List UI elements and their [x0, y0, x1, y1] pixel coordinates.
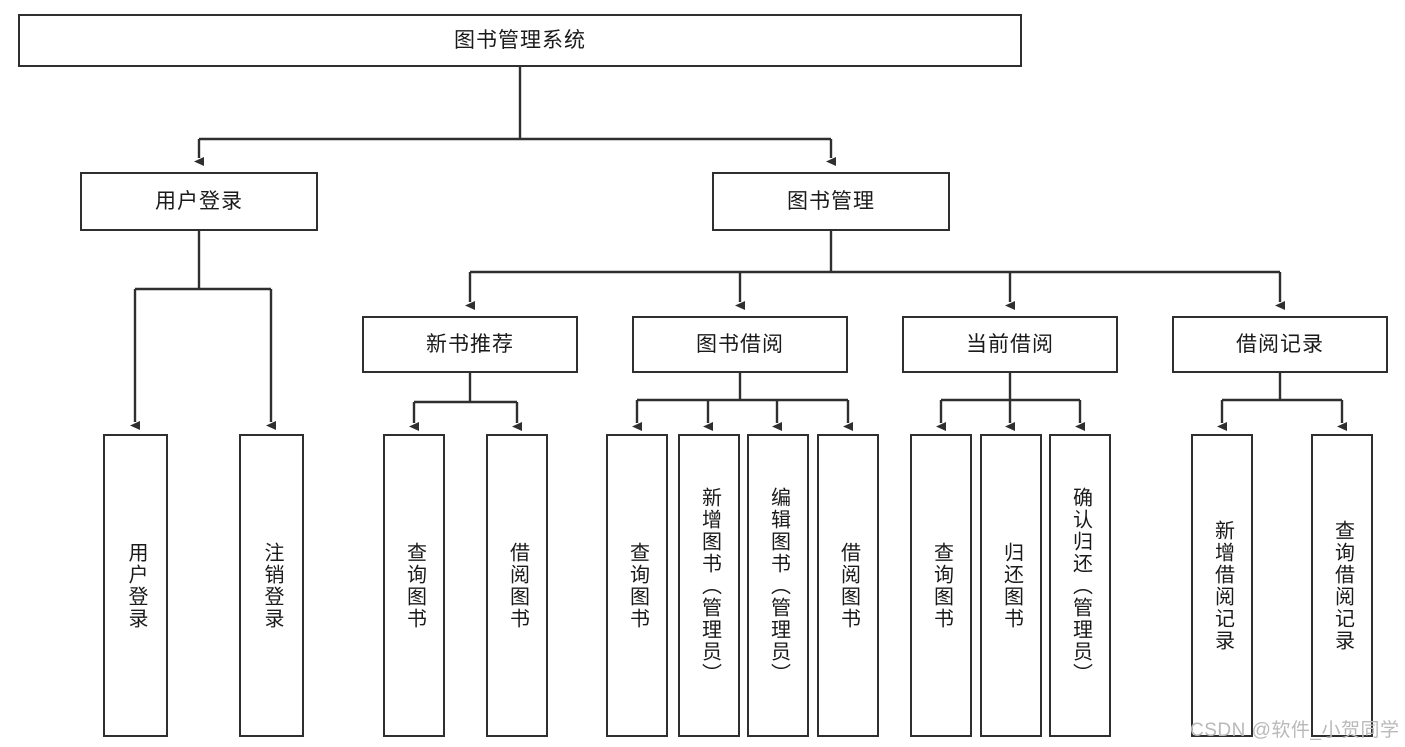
- node-leaf-add-book-label: 新增图书（管理员）: [698, 486, 721, 685]
- node-leaf-query-book-1-label: 查询图书: [403, 541, 426, 630]
- node-new-book-recommend[interactable]: 新书推荐: [362, 316, 578, 373]
- node-root-book-management-system[interactable]: 图书管理系统: [18, 14, 1022, 67]
- node-leaf-user-login-label: 用户登录: [125, 541, 147, 630]
- node-leaf-borrow-book-2[interactable]: 借阅图书: [817, 434, 879, 737]
- node-leaf-logout-label: 注销登录: [261, 541, 283, 630]
- node-leaf-borrow-book-2-label: 借阅图书: [837, 541, 860, 630]
- node-borrow-record[interactable]: 借阅记录: [1172, 316, 1388, 373]
- node-leaf-user-login[interactable]: 用户登录: [103, 434, 168, 737]
- node-leaf-query-book-2-label: 查询图书: [626, 541, 649, 630]
- node-leaf-return-book[interactable]: 归还图书: [980, 434, 1042, 737]
- node-leaf-query-book-2[interactable]: 查询图书: [606, 434, 668, 737]
- node-leaf-query-book-3-label: 查询图书: [930, 541, 953, 630]
- node-user-login[interactable]: 用户登录: [80, 172, 318, 231]
- node-leaf-confirm-return-label: 确认归还（管理员）: [1069, 486, 1092, 685]
- node-current-borrow[interactable]: 当前借阅: [902, 316, 1118, 373]
- node-leaf-query-record-label: 查询借阅记录: [1331, 519, 1354, 652]
- node-leaf-add-record[interactable]: 新增借阅记录: [1191, 434, 1253, 737]
- node-book-manage[interactable]: 图书管理: [712, 172, 950, 231]
- node-leaf-edit-book-label: 编辑图书（管理员）: [767, 486, 790, 685]
- node-leaf-edit-book[interactable]: 编辑图书（管理员）: [747, 434, 809, 737]
- node-book-borrow[interactable]: 图书借阅: [632, 316, 848, 373]
- node-leaf-confirm-return[interactable]: 确认归还（管理员）: [1049, 434, 1111, 737]
- node-leaf-add-record-label: 新增借阅记录: [1211, 519, 1234, 652]
- node-leaf-query-record[interactable]: 查询借阅记录: [1311, 434, 1373, 737]
- node-leaf-add-book[interactable]: 新增图书（管理员）: [678, 434, 740, 737]
- node-leaf-borrow-book-1-label: 借阅图书: [506, 541, 529, 630]
- node-leaf-query-book-1[interactable]: 查询图书: [383, 434, 445, 737]
- csdn-watermark: CSDN @软件_小贺同学: [1190, 720, 1400, 741]
- node-leaf-return-book-label: 归还图书: [1000, 541, 1023, 630]
- node-leaf-query-book-3[interactable]: 查询图书: [910, 434, 972, 737]
- node-leaf-borrow-book-1[interactable]: 借阅图书: [486, 434, 548, 737]
- node-leaf-logout[interactable]: 注销登录: [239, 434, 304, 737]
